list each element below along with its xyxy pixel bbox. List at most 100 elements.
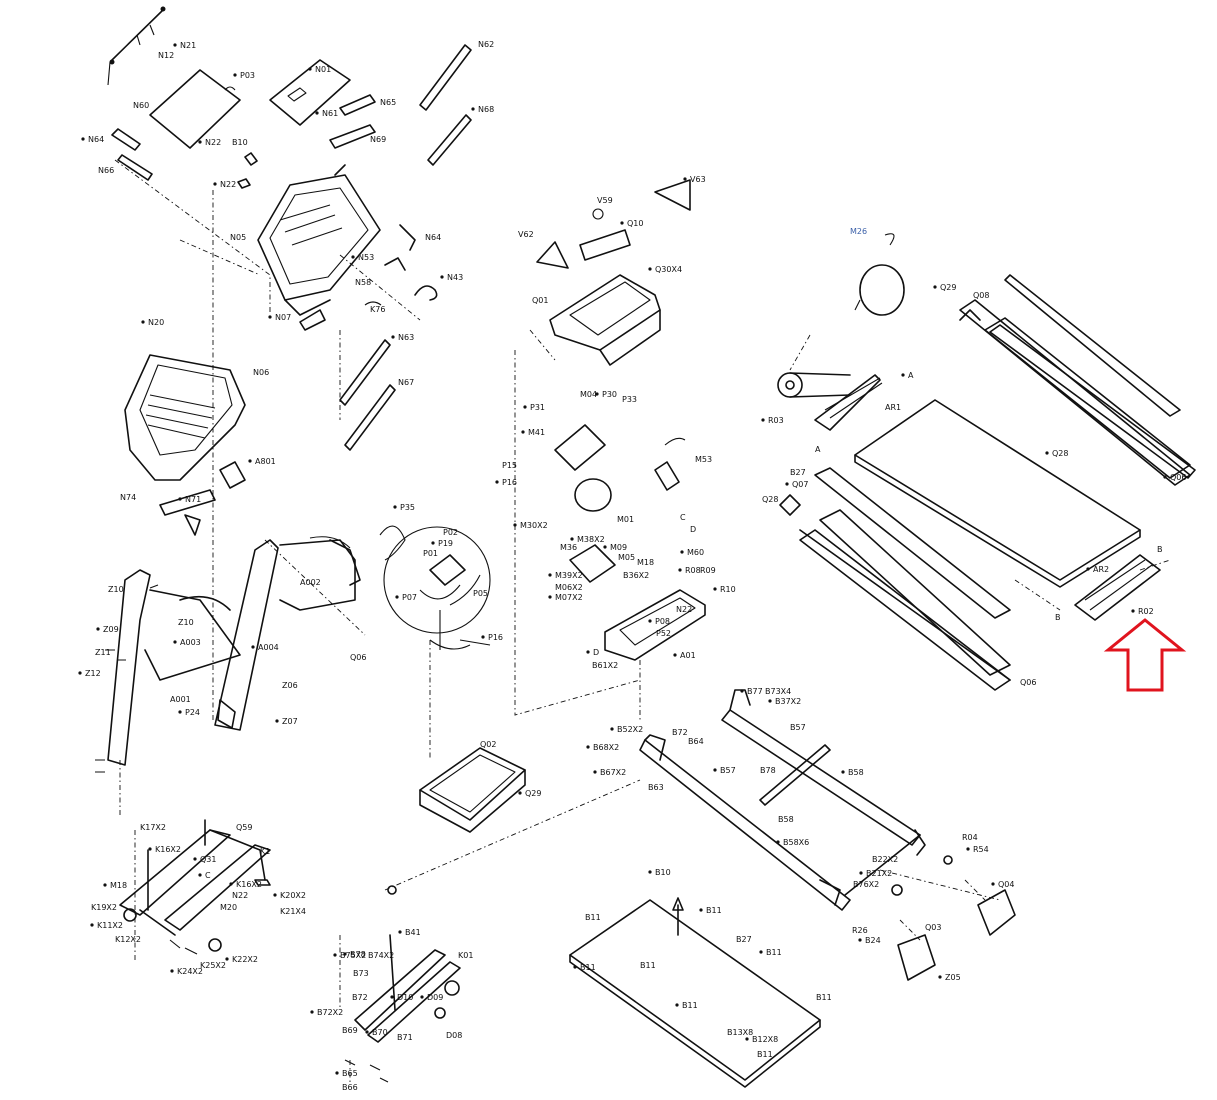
- part-label: R08: [685, 566, 701, 575]
- screw-dot: [90, 923, 94, 927]
- part-label: P05: [473, 589, 488, 598]
- screw-dot: [678, 568, 682, 572]
- handlebar-console: [124, 354, 246, 481]
- part-label: R26: [852, 926, 868, 935]
- part-label: N53: [358, 253, 374, 262]
- screw-dot: [673, 653, 677, 657]
- part-label: Q28: [762, 495, 778, 504]
- motor-bracket: [604, 589, 706, 661]
- part-label: M26: [850, 227, 867, 236]
- screw-dot: [178, 497, 182, 501]
- part-label: B12X8: [752, 1035, 778, 1044]
- part-label: B61X2: [592, 661, 618, 670]
- part-label: P02: [443, 528, 458, 537]
- part-label: M30X2: [520, 521, 548, 530]
- overlay-sheet: [149, 69, 241, 149]
- part-label: Z07: [282, 717, 298, 726]
- part-label: N74: [120, 493, 136, 502]
- part-label: P07: [402, 593, 417, 602]
- part-label: B66: [342, 1083, 358, 1092]
- part-label: B24: [865, 936, 881, 945]
- screw-dot: [398, 930, 402, 934]
- screw-dot: [768, 699, 772, 703]
- part-label: B73: [353, 969, 369, 978]
- screw-dot: [713, 768, 717, 772]
- part-label: N64: [88, 135, 104, 144]
- part-label: P35: [400, 503, 415, 512]
- screw-dot: [603, 545, 607, 549]
- part-label: K19X2: [91, 903, 117, 912]
- part-label: N69: [370, 135, 386, 144]
- screw-dot: [103, 883, 107, 887]
- part-label: N22: [220, 180, 236, 189]
- top-rail-right: [959, 299, 1191, 486]
- motor-controller-group: [536, 179, 706, 661]
- screw-dot: [178, 710, 182, 714]
- screw-dot: [310, 1010, 314, 1014]
- part-label: B13X8: [727, 1028, 753, 1037]
- console-bezel: [269, 59, 351, 126]
- part-label: N63: [398, 333, 414, 342]
- part-label: N65: [380, 98, 396, 107]
- screw-dot: [198, 140, 202, 144]
- part-label: B58X6: [783, 838, 809, 847]
- part-label: B27: [736, 935, 752, 944]
- part-label: N22: [232, 891, 248, 900]
- part-label: R10: [720, 585, 736, 594]
- part-label: Q06: [1020, 678, 1036, 687]
- part-label: B27: [790, 468, 806, 477]
- screw-dot: [586, 650, 590, 654]
- screw-dot: [78, 671, 82, 675]
- screw-dot: [901, 373, 905, 377]
- part-label: N21: [180, 41, 196, 50]
- screw-dot: [573, 965, 577, 969]
- part-label: K17X2: [140, 823, 166, 832]
- part-label: P31: [530, 403, 545, 412]
- screw-dot: [471, 107, 475, 111]
- part-label: B11: [757, 1050, 773, 1059]
- screw-dot: [938, 975, 942, 979]
- screw-dot: [343, 952, 347, 956]
- screw-dot: [648, 870, 652, 874]
- part-label: B58: [778, 815, 794, 824]
- screw-dot: [365, 1030, 369, 1034]
- part-label: B: [1055, 613, 1061, 622]
- screw-dot: [675, 1003, 679, 1007]
- part-label: A: [908, 371, 914, 380]
- screw-dot: [275, 719, 279, 723]
- part-label: K76: [370, 305, 385, 314]
- part-label: K25X2: [200, 961, 226, 970]
- part-label: B73X4: [765, 687, 791, 696]
- screw-dot: [148, 847, 152, 851]
- part-label: B11: [640, 961, 656, 970]
- part-label: N61: [322, 109, 338, 118]
- part-label: K21X4: [280, 907, 306, 916]
- part-label: R04: [962, 833, 978, 842]
- screw-dot: [173, 640, 177, 644]
- screw-dot: [521, 430, 525, 434]
- part-label: P24: [185, 708, 200, 717]
- part-label: M53: [695, 455, 712, 464]
- end-cap-left: [897, 934, 936, 981]
- part-label: B11: [766, 948, 782, 957]
- part-label: B77: [747, 687, 763, 696]
- part-label: N07: [275, 313, 291, 322]
- part-label: Q31: [200, 855, 216, 864]
- screw-dot: [776, 840, 780, 844]
- part-label: B41: [405, 928, 421, 937]
- screw-dot: [333, 953, 337, 957]
- part-label: B11: [585, 913, 601, 922]
- deck-group: [777, 233, 1196, 691]
- screw-dot: [481, 635, 485, 639]
- part-label: M20: [220, 903, 237, 912]
- screw-dot: [170, 969, 174, 973]
- part-label: K01: [458, 951, 473, 960]
- part-label: N01: [315, 65, 331, 74]
- part-label: B52X2: [617, 725, 643, 734]
- screw-dot: [420, 995, 424, 999]
- screw-dot: [523, 405, 527, 409]
- part-label: B11: [682, 1001, 698, 1010]
- part-label: K11X2: [97, 921, 123, 930]
- screw-dot: [785, 482, 789, 486]
- part-label: A01: [680, 651, 696, 660]
